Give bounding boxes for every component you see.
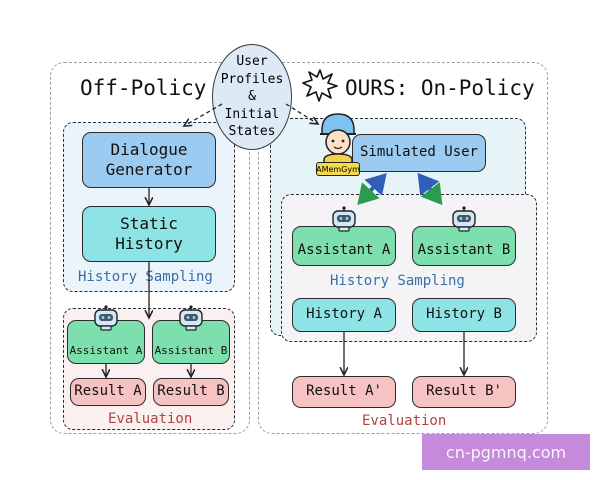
right-history-a-box: History A — [292, 298, 396, 332]
dialogue-generator-label: Dialogue Generator — [105, 140, 193, 179]
user-avatar-icon — [320, 113, 356, 164]
on-policy-title: OURS: On-Policy — [345, 76, 535, 100]
on-policy-panel — [258, 62, 548, 434]
left-evaluation-label: Evaluation — [108, 411, 193, 427]
left-assistant-b-label: Assistant B — [154, 344, 228, 358]
right-result-b-box: Result B' — [412, 376, 516, 408]
robot-icon — [332, 206, 356, 232]
star-burst-icon — [302, 69, 338, 102]
off-policy-panel — [50, 62, 250, 434]
user-profiles-text: User Profiles & Initial States — [220, 54, 284, 140]
right-assistant-a-label: Assistant A — [297, 241, 391, 258]
off-policy-title: Off-Policy — [80, 76, 207, 100]
right-result-a-label: Result A' — [306, 383, 382, 400]
left-assistant-a-label: Assistant A — [69, 344, 143, 358]
robot-icon — [452, 206, 476, 232]
user-profiles-bubble: User Profiles & Initial States — [212, 44, 292, 150]
right-assistant-b-box: Assistant B — [412, 226, 516, 266]
left-result-a-label: Result A — [74, 383, 142, 400]
right-history-a-label: History A — [306, 306, 382, 323]
right-history-b-label: History B — [426, 306, 502, 323]
watermark-banner: cn-pgmnq.com — [422, 434, 590, 470]
robot-icon — [94, 305, 118, 331]
robot-icon — [179, 305, 203, 331]
left-result-b-label: Result B — [157, 383, 225, 400]
left-history-sampling-label: History Sampling — [78, 269, 213, 285]
left-result-b-box: Result B — [153, 378, 229, 406]
simulated-user-box: Simulated User — [352, 134, 486, 172]
right-history-b-box: History B — [412, 298, 516, 332]
static-history-label: Static History — [115, 214, 183, 253]
dialogue-generator-box: Dialogue Generator — [82, 132, 216, 188]
right-result-b-label: Result B' — [426, 383, 502, 400]
right-history-sampling-label: History Sampling — [330, 273, 465, 289]
amemgym-badge: AMemGym — [316, 162, 360, 176]
right-evaluation-label: Evaluation — [362, 413, 447, 429]
watermark-text: cn-pgmnq.com — [445, 442, 567, 462]
amemgym-badge-label: AMemGym — [316, 164, 360, 174]
static-history-box: Static History — [82, 206, 216, 262]
right-assistant-b-label: Assistant B — [417, 241, 511, 258]
simulated-user-label: Simulated User — [359, 144, 478, 161]
